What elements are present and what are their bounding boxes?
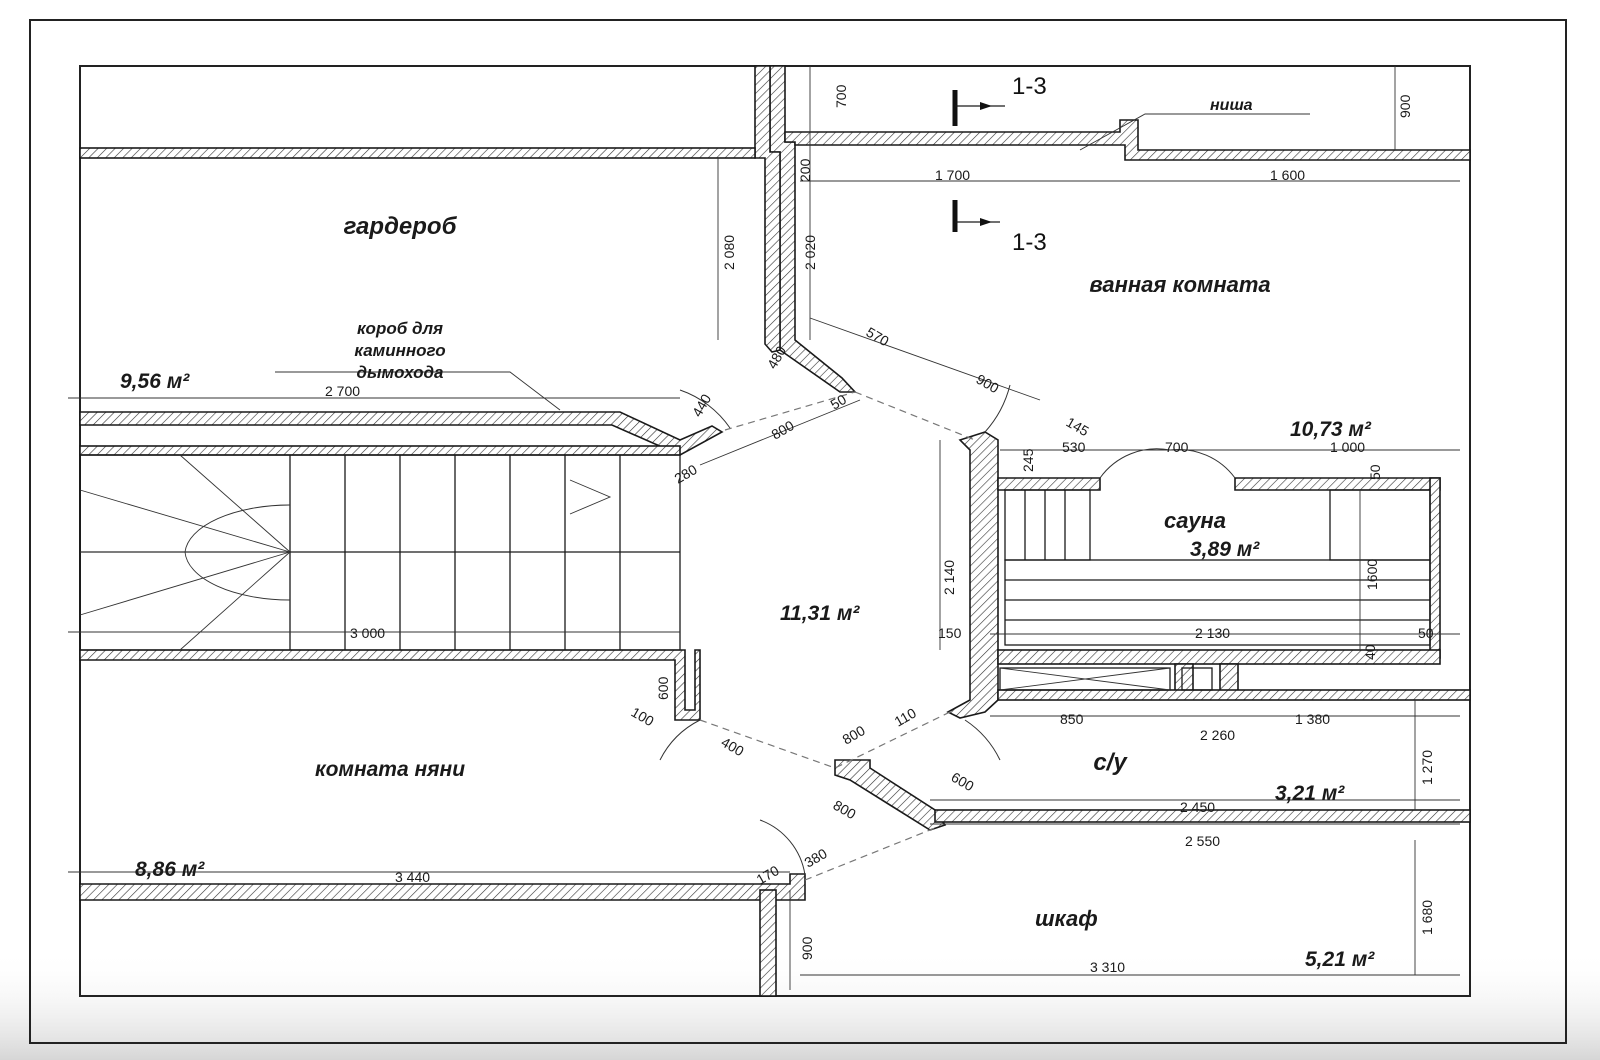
dim-50-top: 50 <box>828 391 850 413</box>
dim-900-top: 900 <box>1397 94 1413 118</box>
area-garderob: 9,56 м² <box>120 370 190 393</box>
dim-1000: 1 000 <box>1330 439 1365 455</box>
room-label-garderob: гардероб <box>344 213 458 240</box>
dim-2700: 2 700 <box>325 383 360 399</box>
dim-600-left: 600 <box>655 676 671 700</box>
room-label-closet: шкаф <box>1035 906 1098 931</box>
wall-stair-top <box>79 445 681 456</box>
area-nanny: 8,86 м² <box>135 858 205 881</box>
dim-50-right: 50 <box>1418 625 1434 641</box>
wall-sauna-top <box>997 477 1101 491</box>
sheet-frame-inner <box>29 19 1567 1044</box>
room-label-nanny: комната няни <box>315 758 465 781</box>
section-label-bottom: 1-3 <box>1012 229 1047 256</box>
dim-150: 150 <box>938 625 962 641</box>
wall-bathroom-top <box>784 119 1471 161</box>
dim-900-bot: 900 <box>799 936 815 960</box>
section-marker-top <box>952 90 1005 126</box>
bottom-shadow <box>0 950 1600 1060</box>
niche-leader <box>1079 113 1310 151</box>
dim-3310: 3 310 <box>1090 959 1125 975</box>
chimney-leader <box>275 371 561 411</box>
dim-3000: 3 000 <box>350 625 385 641</box>
room-label-sauna: сауна <box>1164 508 1226 533</box>
area-sauna: 3,89 м² <box>1190 538 1260 561</box>
dimension-lines <box>68 66 1460 990</box>
dim-2450: 2 450 <box>1180 799 1215 815</box>
dim-245: 245 <box>1020 448 1036 472</box>
dim-530: 530 <box>1062 439 1086 455</box>
wall-wc-bottom <box>934 809 1471 823</box>
room-label-wc: с/у <box>1093 749 1128 776</box>
dim-2140: 2 140 <box>941 560 957 595</box>
label-chimney-2: каминного <box>354 341 445 360</box>
wall-sauna-bottom <box>997 649 1441 665</box>
wall-sauna-left <box>946 431 999 719</box>
sauna-benches <box>1004 489 1431 646</box>
dim-40: 40 <box>1362 644 1378 660</box>
area-hall: 11,31 м² <box>780 602 860 625</box>
dim-2550: 2 550 <box>1185 833 1220 849</box>
sheet-frame <box>29 19 1567 1044</box>
wall-diagonal-bottom <box>834 759 947 831</box>
dim-1600: 1 600 <box>1270 167 1305 183</box>
label-chimney-1: короб для <box>357 319 443 338</box>
wall-garderob-bottom <box>79 411 724 456</box>
dim-1600-sauna: 1600 <box>1364 559 1380 590</box>
dim-2020: 2 020 <box>802 235 818 270</box>
area-bathroom: 10,73 м² <box>1290 418 1372 441</box>
dim-3440: 3 440 <box>395 869 430 885</box>
wc-shaft <box>999 667 1213 691</box>
section-label-top: 1-3 <box>1012 73 1047 100</box>
wall-center-top-outer <box>754 65 781 353</box>
wall-top-left <box>79 147 756 159</box>
label-chimney-3: дымохода <box>357 363 444 382</box>
dim-2080: 2 080 <box>721 235 737 270</box>
area-closet: 5,21 м² <box>1305 948 1375 971</box>
dim-1380: 1 380 <box>1295 711 1330 727</box>
dim-1270: 1 270 <box>1419 750 1435 785</box>
dim-850: 850 <box>1060 711 1084 727</box>
dim-1700: 1 700 <box>935 167 970 183</box>
dim-700-sauna: 700 <box>1165 439 1189 455</box>
dim-50-sauna: 50 <box>1367 464 1383 480</box>
section-marker-bottom <box>952 200 1000 232</box>
dim-2130: 2 130 <box>1195 625 1230 641</box>
wall-sauna-top-right <box>1234 477 1441 491</box>
staircase <box>79 454 681 651</box>
wall-stair-bottom <box>79 649 701 721</box>
dim-2260: 2 260 <box>1200 727 1235 743</box>
wall-closet-left <box>759 889 777 997</box>
room-label-bathroom: ванная комната <box>1089 272 1270 297</box>
area-wc: 3,21 м² <box>1275 782 1345 805</box>
wall-wc-top <box>997 689 1471 701</box>
dim-700: 700 <box>833 84 849 108</box>
dim-200: 200 <box>797 158 813 182</box>
dim-1680: 1 680 <box>1419 900 1435 935</box>
label-niche: ниша <box>1210 97 1253 114</box>
